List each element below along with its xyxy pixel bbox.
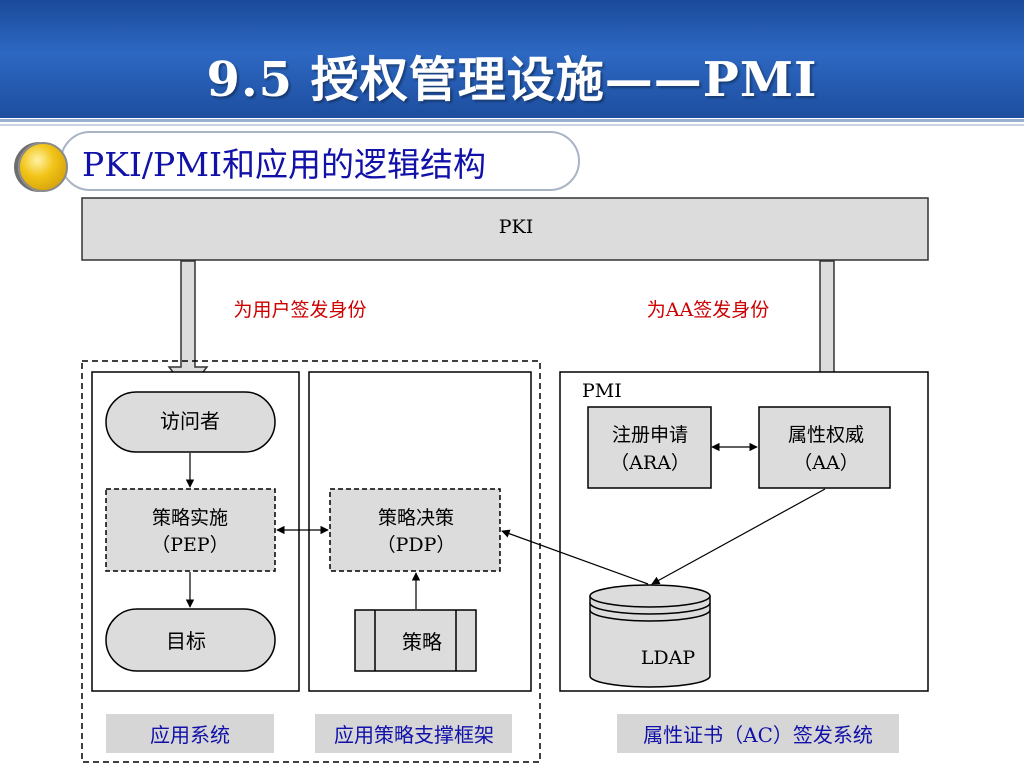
header-divider bbox=[0, 119, 1024, 122]
ldap-node bbox=[589, 584, 711, 688]
aa-label-line1: 属性权威 bbox=[788, 424, 864, 446]
ara-label-line1: 注册申请 bbox=[612, 424, 688, 446]
subtitle-pill bbox=[60, 131, 580, 191]
pki-label: PKI bbox=[499, 216, 533, 238]
ara-label-line2: （ARA） bbox=[610, 452, 690, 474]
ldap-label: LDAP bbox=[641, 647, 696, 669]
aa-to-ldap-arrow bbox=[651, 488, 826, 585]
header-divider-thin bbox=[0, 124, 1024, 126]
footer-app-bg bbox=[106, 714, 274, 753]
pki-bar bbox=[81, 197, 929, 261]
slide-header bbox=[0, 0, 1024, 118]
pep-label-line2: （PEP） bbox=[151, 534, 228, 556]
policy-label: 策略 bbox=[402, 630, 442, 654]
footer-ac-bg bbox=[617, 714, 899, 753]
pep-label-line1: 策略实施 bbox=[152, 507, 228, 529]
target-label: 目标 bbox=[166, 629, 206, 653]
footer-ac-label: 属性证书（AC）签发系统 bbox=[643, 723, 873, 747]
footer-framework-bg bbox=[315, 714, 512, 753]
slide-title: 9.5 授权管理设施——PMI bbox=[206, 52, 818, 108]
issue-user-label: 为用户签发身份 bbox=[233, 299, 366, 321]
footer-app-label: 应用系统 bbox=[150, 723, 230, 747]
aa-node bbox=[758, 406, 891, 489]
visitor-node bbox=[105, 391, 276, 453]
target-node bbox=[105, 608, 276, 672]
pdp-node bbox=[329, 488, 501, 572]
pdp-label-line2: （PDP） bbox=[377, 534, 456, 556]
issue-aa-label: 为AA签发身份 bbox=[647, 299, 769, 321]
ldap-to-pdp-arrow bbox=[501, 529, 649, 585]
aa-label-line2: （AA） bbox=[793, 452, 858, 474]
footer-framework-label: 应用策略支撑框架 bbox=[334, 723, 494, 747]
pdp-label-line1: 策略决策 bbox=[378, 507, 454, 529]
pep-node bbox=[105, 488, 276, 572]
bullet-icon bbox=[18, 142, 68, 192]
pmi-label: PMI bbox=[582, 380, 622, 402]
visitor-label: 访问者 bbox=[160, 409, 220, 433]
ara-node bbox=[587, 406, 712, 489]
slide-subtitle: PKI/PMI和应用的逻辑结构 bbox=[82, 145, 487, 184]
